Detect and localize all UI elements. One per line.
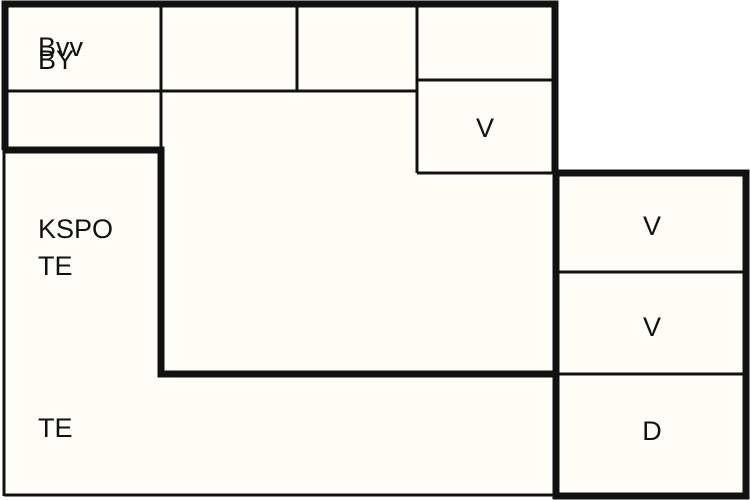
lower-left-block-fill bbox=[4, 150, 556, 496]
interior-partitions bbox=[2, 4, 746, 497]
label-left-room-line-1: KSPO bbox=[38, 214, 113, 244]
wall-upper-block bbox=[1, 0, 559, 173]
label-bottom-left-room: TE bbox=[38, 413, 73, 443]
label-right-room-1: V bbox=[643, 211, 661, 241]
label-upper-right-room: V bbox=[476, 113, 494, 143]
label-top-left-lower: BY bbox=[38, 45, 74, 75]
label-right-room-2: V bbox=[643, 312, 661, 342]
label-top-left-upper: Bvv bbox=[38, 32, 84, 62]
wall-inner-step bbox=[4, 146, 556, 378]
label-bottom-right-room: D bbox=[642, 416, 662, 446]
label-left-room-line-2: TE bbox=[38, 251, 73, 281]
wall-right-block bbox=[552, 169, 750, 500]
right-block-fill bbox=[556, 170, 746, 496]
